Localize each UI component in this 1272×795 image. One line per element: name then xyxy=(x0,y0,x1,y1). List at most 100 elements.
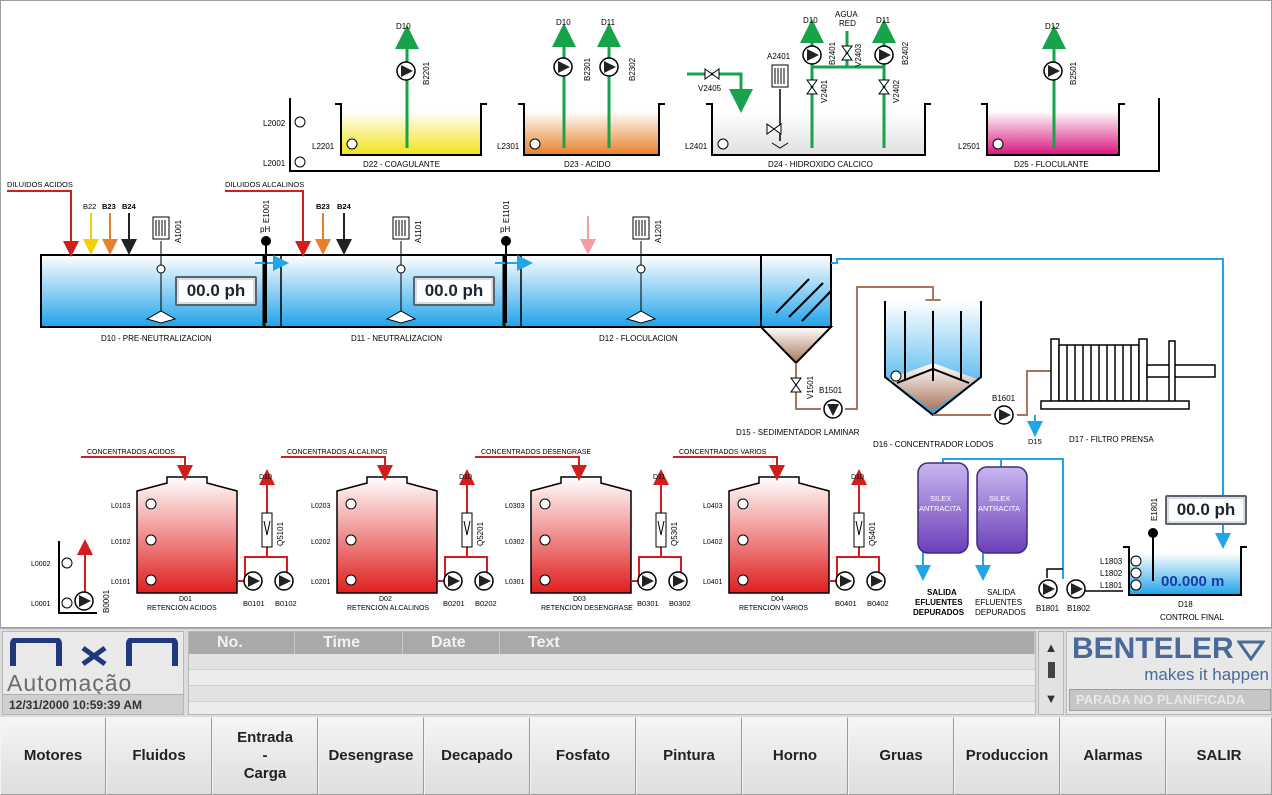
alarm-col-text[interactable]: Text xyxy=(500,632,1035,654)
pump-B1501[interactable] xyxy=(823,399,843,419)
valve-V2402[interactable] xyxy=(878,79,890,95)
pump-B0302[interactable] xyxy=(668,571,688,591)
level-switch-D16[interactable] xyxy=(890,370,902,382)
level-switch-L2501[interactable] xyxy=(992,138,1004,150)
tank-label-D22: D22 - COAGULANTE xyxy=(363,160,440,169)
filtro-prensa-D17[interactable] xyxy=(1040,338,1216,410)
retention-tank-D03[interactable] xyxy=(530,476,632,594)
pump-B0402[interactable] xyxy=(866,571,886,591)
level-switch-L0403[interactable] xyxy=(737,498,749,510)
pump-B2201[interactable] xyxy=(396,61,416,81)
nav-decapado-button[interactable]: Decapado xyxy=(424,717,530,795)
alarm-col-no[interactable]: No. xyxy=(189,632,295,654)
agitator-A1001[interactable] xyxy=(145,216,177,324)
nav-salir-button[interactable]: SALIR xyxy=(1166,717,1272,795)
nav-pintura-button[interactable]: Pintura xyxy=(636,717,742,795)
alarm-row[interactable] xyxy=(189,670,1035,686)
level-switch-L2002[interactable] xyxy=(294,116,306,128)
alarm-col-date[interactable]: Date xyxy=(403,632,500,654)
valve-V2401[interactable] xyxy=(806,79,818,95)
scroll-down-icon[interactable]: ▼ xyxy=(1044,691,1058,706)
alarm-scrollbar[interactable]: ▲ ▼ xyxy=(1038,631,1064,715)
filter-silex-1[interactable] xyxy=(917,462,969,554)
level-switch-L0203[interactable] xyxy=(345,498,357,510)
level-switch-L0001[interactable] xyxy=(61,597,73,609)
nav-fluidos-button[interactable]: Fluidos xyxy=(106,717,212,795)
inlet-D01: CONCENTRADOS ACIDOS xyxy=(87,449,175,456)
ph-probe-E1801[interactable] xyxy=(1148,528,1158,538)
nav-entrada-carga-button[interactable]: Entrada - Carga xyxy=(212,717,318,795)
level-switch-L0101[interactable] xyxy=(145,574,157,586)
pump-B2301[interactable] xyxy=(553,57,573,77)
nav-gruas-button[interactable]: Gruas xyxy=(848,717,954,795)
level-switch-L2201[interactable] xyxy=(346,138,358,150)
level-switch-L1803[interactable] xyxy=(1130,555,1142,567)
nav-desengrase-button[interactable]: Desengrase xyxy=(318,717,424,795)
ph-probe-E1101[interactable] xyxy=(501,236,511,323)
nav-motores-button[interactable]: Motores xyxy=(0,717,106,795)
pump-B0401[interactable] xyxy=(835,571,855,591)
valve-V1501[interactable] xyxy=(790,377,802,393)
pump-B0201[interactable] xyxy=(443,571,463,591)
level-switch-L2001[interactable] xyxy=(294,156,306,168)
pump-B2402[interactable] xyxy=(874,45,894,65)
retention-tank-D04[interactable] xyxy=(728,476,830,594)
pump-B0202[interactable] xyxy=(474,571,494,591)
label-B2401: B2401 xyxy=(828,41,837,65)
label-ph-1: pH xyxy=(260,225,270,234)
agitator-A1101[interactable] xyxy=(385,216,417,324)
pump-B0301[interactable] xyxy=(637,571,657,591)
ph-probe-E1001[interactable] xyxy=(261,236,271,323)
level-switch-L0401[interactable] xyxy=(737,574,749,586)
filter-silex-2[interactable] xyxy=(976,466,1028,554)
label-L0101: L0101 xyxy=(111,579,131,586)
level-switch-L0303[interactable] xyxy=(539,498,551,510)
alarm-col-time[interactable]: Time xyxy=(295,632,403,654)
alarm-row[interactable] xyxy=(189,702,1035,714)
scroll-thumb[interactable] xyxy=(1048,662,1055,678)
level-switch-L0301[interactable] xyxy=(539,574,551,586)
agitator-A2401[interactable] xyxy=(771,64,789,88)
nav-fosfato-button[interactable]: Fosfato xyxy=(530,717,636,795)
label-L2201: L2201 xyxy=(312,142,335,151)
retention-tank-D02[interactable] xyxy=(336,476,438,594)
valve-V2405[interactable] xyxy=(704,68,720,80)
level-switch-L0402[interactable] xyxy=(737,534,749,546)
agitator-A1201[interactable] xyxy=(625,216,657,324)
label-L0002: L0002 xyxy=(31,561,51,568)
scroll-up-icon[interactable]: ▲ xyxy=(1044,640,1058,655)
nav-alarmas-button[interactable]: Alarmas xyxy=(1060,717,1166,795)
pump-B1802[interactable] xyxy=(1066,579,1086,599)
dest-D10-a: D10 xyxy=(396,22,411,31)
level-switch-L1802[interactable] xyxy=(1130,567,1142,579)
pump-B1801[interactable] xyxy=(1038,579,1058,599)
pump-B0001[interactable] xyxy=(74,591,94,611)
level-switch-L1801[interactable] xyxy=(1130,579,1142,591)
nav-produccion-button[interactable]: Produccion xyxy=(954,717,1060,795)
level-switch-L0002[interactable] xyxy=(61,557,73,569)
pump-B2401[interactable] xyxy=(802,45,822,65)
label-E1101: E1101 xyxy=(502,200,511,223)
alarm-row[interactable] xyxy=(189,686,1035,702)
level-switch-L2401[interactable] xyxy=(717,138,729,150)
level-switch-L0103[interactable] xyxy=(145,498,157,510)
pump-B0102[interactable] xyxy=(274,571,294,591)
level-switch-L0202[interactable] xyxy=(345,534,357,546)
level-switch-L2301[interactable] xyxy=(529,138,541,150)
alarm-view[interactable]: No. Time Date Text xyxy=(188,631,1036,715)
level-switch-L0302[interactable] xyxy=(539,534,551,546)
dosing-B23-a: B23 xyxy=(102,202,116,211)
pump-B2302[interactable] xyxy=(599,57,619,77)
tank-name-D02: D02 xyxy=(379,596,392,603)
label-Q5301: Q5301 xyxy=(670,521,679,546)
level-switch-L0201[interactable] xyxy=(345,574,357,586)
pump-B1601[interactable] xyxy=(994,405,1014,425)
retention-tank-D01[interactable] xyxy=(136,476,238,594)
valve-V2403[interactable] xyxy=(841,45,853,61)
level-switch-L0102[interactable] xyxy=(145,534,157,546)
pump-B2501[interactable] xyxy=(1043,61,1063,81)
alarm-row[interactable] xyxy=(189,654,1035,670)
pump-B0101[interactable] xyxy=(243,571,263,591)
nav-horno-button[interactable]: Horno xyxy=(742,717,848,795)
filter2-line2: ANTRACITA xyxy=(978,504,1020,513)
